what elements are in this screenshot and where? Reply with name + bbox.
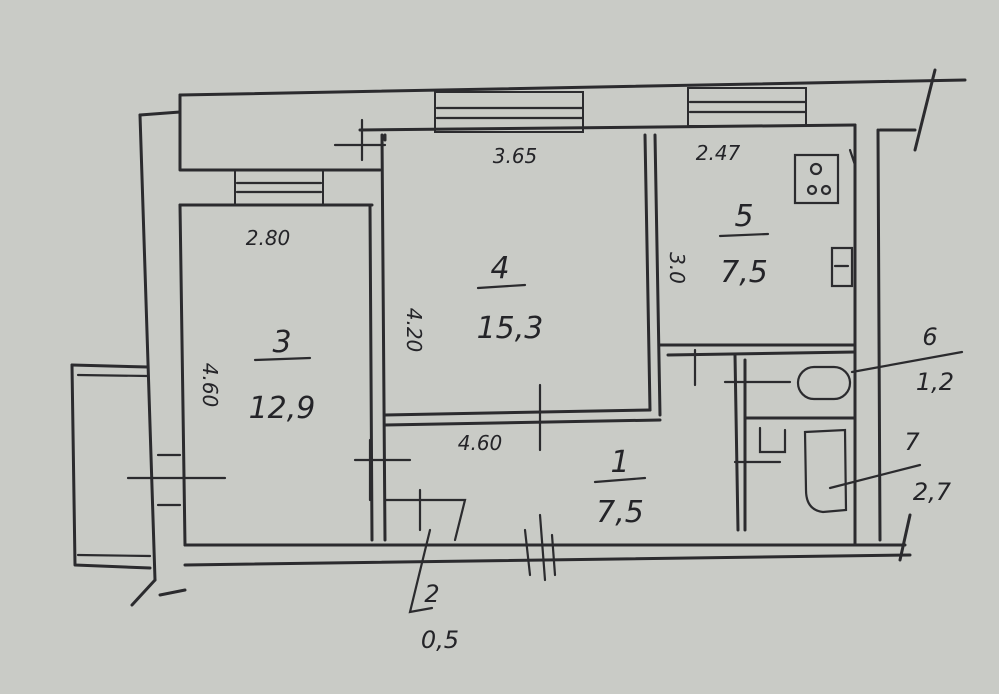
dim-room4-height: 4.20 [402,308,426,353]
room-4-number: 4 [490,251,509,286]
dim-room3-width: 2.80 [246,226,291,250]
dim-corridor-width: 4.60 [458,431,503,455]
room-2-area: 0,5 [421,626,459,654]
room-7-area: 2,7 [913,478,952,506]
leader-room-2 [408,528,434,614]
room-3-area: 12,9 [249,391,316,426]
dim-room5-height: 3.0 [665,252,689,284]
toilet-icon [758,426,787,454]
door-marks [333,118,857,582]
room-4-area: 15,3 [477,311,544,346]
leader-room-7 [828,463,922,490]
dim-room4-width: 3.65 [493,144,538,168]
bathtub-icon [803,428,848,514]
fraction-bars [253,232,770,484]
room-3-number: 3 [272,325,291,360]
outer-walls [130,68,967,607]
leader-room-6 [850,350,964,374]
room-6-number: 6 [922,323,937,351]
room-5-area: 7,5 [720,255,768,290]
dim-room3-height: 4.60 [198,363,222,408]
windows [234,87,807,206]
room-7-number: 7 [904,428,920,456]
stove-icon [793,153,840,205]
balcony [70,363,227,570]
dim-room5-width: 2.47 [696,141,741,165]
room-1-number: 1 [610,445,629,480]
room-6-area: 1,2 [916,368,954,396]
room-2-number: 2 [424,580,439,608]
sink-icon [796,246,854,401]
interior-walls [368,133,857,542]
room-1-area: 7,5 [596,495,644,530]
room-5-number: 5 [734,199,753,234]
